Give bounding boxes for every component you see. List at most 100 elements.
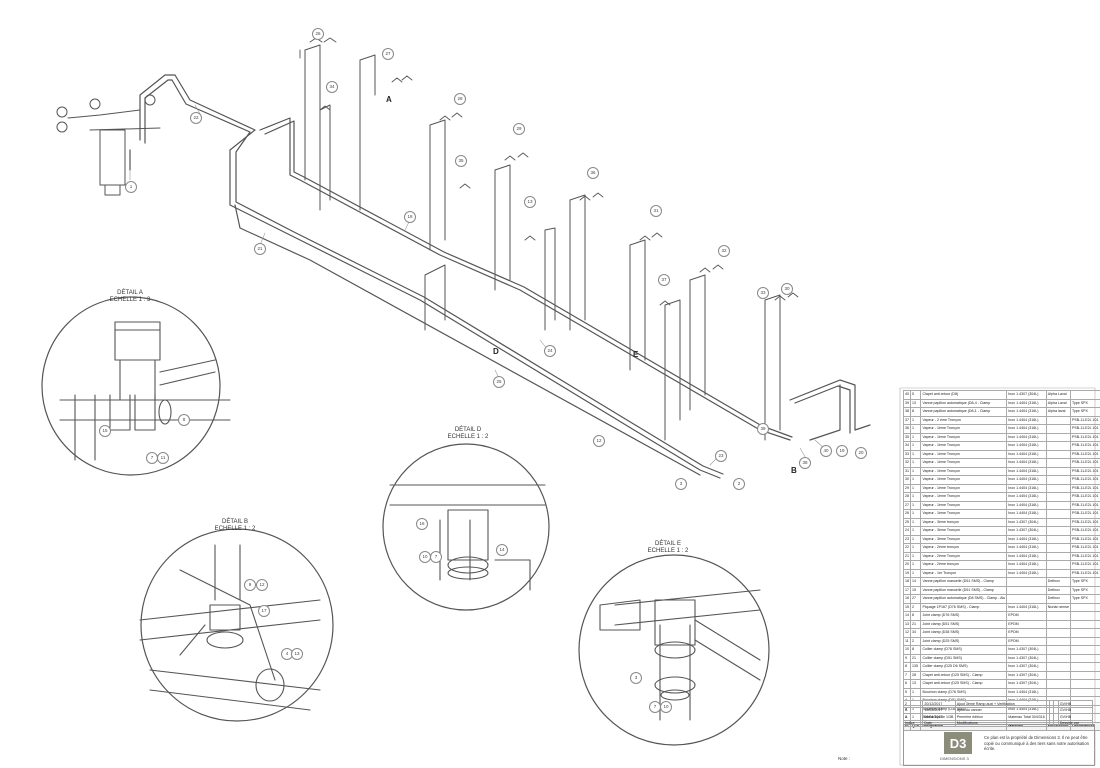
bom-cell: 5 xyxy=(910,390,922,400)
bom-cell: Clapet anti-retour (D25 SMS) - Clamp xyxy=(920,679,1008,689)
revision-header-cell: Date xyxy=(922,719,956,727)
bom-cell: 1 xyxy=(910,534,922,544)
bom-cell: 18 xyxy=(902,577,912,587)
bom-cell: Inox 1.4404 (316L) xyxy=(1006,602,1047,612)
bom-cell: Vanne papillon manuelle (D51 SMS) - Clam… xyxy=(920,585,1008,595)
detail-e-drawing xyxy=(599,589,761,721)
bom-cell: PSB-11-E2L 101 xyxy=(1069,526,1100,536)
item-bubble: 35 xyxy=(455,155,467,167)
bom-cell: PSB-11-E2L 101 xyxy=(1069,458,1100,468)
bom-cell: PSB-11-E2L 101 xyxy=(1069,483,1100,493)
detail-b-callout: 17 xyxy=(258,605,270,617)
bom-cell: 12 xyxy=(902,628,912,638)
item-bubble: 39 xyxy=(757,423,769,435)
bom-cell: Piquage 1P167 (D76 SMS) - Clamp xyxy=(920,602,1008,612)
bom-cell xyxy=(1045,415,1071,425)
bom-cell: Inox 1.4404 (316L) xyxy=(1006,509,1047,519)
bom-cell: 1 xyxy=(910,432,922,442)
revision-header-cell: Modifications xyxy=(954,719,1050,727)
bom-cell: Collier clamp (D25 D6 SMS) xyxy=(920,662,1008,672)
bom-cell xyxy=(1006,577,1047,587)
item-bubble: 23 xyxy=(715,450,727,462)
revision-cell: GV/HB xyxy=(1057,706,1094,714)
bom-cell: 14 xyxy=(902,611,912,621)
item-bubble: 37 xyxy=(658,274,670,286)
bom-cell: PSB-11-E2L 101 xyxy=(1069,441,1100,451)
bom-cell: 40 xyxy=(902,390,912,400)
item-bubble: 25 xyxy=(493,376,505,388)
bom-cell: 15 xyxy=(910,585,922,595)
bom-cell: PSB-11-E2L 101 xyxy=(1069,424,1100,434)
bom-cell: Inox 1.4404 (316L) xyxy=(1006,687,1047,697)
bom-cell xyxy=(1045,483,1071,493)
bom-cell xyxy=(1045,670,1071,680)
inlet-valve-cluster xyxy=(56,94,161,196)
bom-cell: 1 xyxy=(910,466,922,476)
bom-cell: 1 xyxy=(910,543,922,553)
dimensions3-logo: D3 xyxy=(944,732,972,754)
bom-cell: Collier clamp (D51 SMS) xyxy=(920,653,1008,663)
bom-cell: Vapeur - 1ème Tronçon xyxy=(920,449,1008,459)
bom-cell: EPDM xyxy=(1006,619,1047,629)
bom-cell: Vapeur - 3ème Tronçon xyxy=(920,534,1008,544)
bom-cell xyxy=(1045,653,1071,663)
bom-cell: 21 xyxy=(902,551,912,561)
bom-cell xyxy=(1045,492,1071,502)
bom-cell: 135 xyxy=(910,662,922,672)
bom-cell: Inox 1.4307 (304L) xyxy=(1006,670,1047,680)
item-bubble: 12 xyxy=(593,435,605,447)
item-bubble: 33 xyxy=(757,287,769,299)
revision-header-cell: Indice xyxy=(902,719,924,727)
item-bubble: 18 xyxy=(404,211,416,223)
bom-cell: 22 xyxy=(902,543,912,553)
bom-cell: Inox 1.4404 (316L) xyxy=(1006,424,1047,434)
detail-letter-e: E xyxy=(633,350,639,359)
bom-cell: PSB-11-E2L 101 xyxy=(1069,432,1100,442)
bom-cell xyxy=(1045,662,1071,672)
bom-cell: 21 xyxy=(910,653,922,663)
detail-b-circle xyxy=(140,528,334,722)
bom-cell: Vapeur - 1ème Tronçon xyxy=(920,441,1008,451)
bom-cell: 13 xyxy=(910,679,922,689)
detail-d-callout: 7 xyxy=(430,551,442,563)
bom-cell: 1 xyxy=(910,526,922,536)
revision-header-cell: Dessiné par xyxy=(1057,719,1094,727)
bom-cell: Inox 1.4404 (316L) xyxy=(1006,492,1047,502)
bom-cell: PSB-11-E2L 101 xyxy=(1069,560,1100,570)
bom-cell: 26 xyxy=(902,509,912,519)
bom-cell xyxy=(1045,611,1071,621)
bom-cell: Inox 1.4307 (304L) xyxy=(1006,653,1047,663)
bom-cell: Vapeur - 2ème tronçon xyxy=(920,560,1008,570)
bom-cell: Alpha Laval xyxy=(1045,398,1071,408)
bom-cell: 34 xyxy=(910,628,922,638)
bom-cell: Inox 1.4404 (316L) xyxy=(1006,560,1047,570)
bom-cell: Definox xyxy=(1045,594,1071,604)
bom-cell: Inox 1.4307 (304L) xyxy=(1006,645,1047,655)
bom-cell: PSB-11-E2L 101 xyxy=(1069,466,1100,476)
bom-cell xyxy=(1045,636,1071,646)
bom-cell xyxy=(1045,509,1071,519)
note-label: Note : xyxy=(838,756,851,761)
detail-d-callout: 16 xyxy=(416,518,428,530)
bom-cell: 1 xyxy=(910,441,922,451)
detail-e-callout: 10 xyxy=(660,701,672,713)
bom-cell xyxy=(1045,500,1071,510)
bom-cell: Clapet anti-retour (D8) xyxy=(920,390,1008,400)
bom-cell: 21 xyxy=(910,619,922,629)
bom-cell: Inox 1.4307 (304L) xyxy=(1006,679,1047,689)
